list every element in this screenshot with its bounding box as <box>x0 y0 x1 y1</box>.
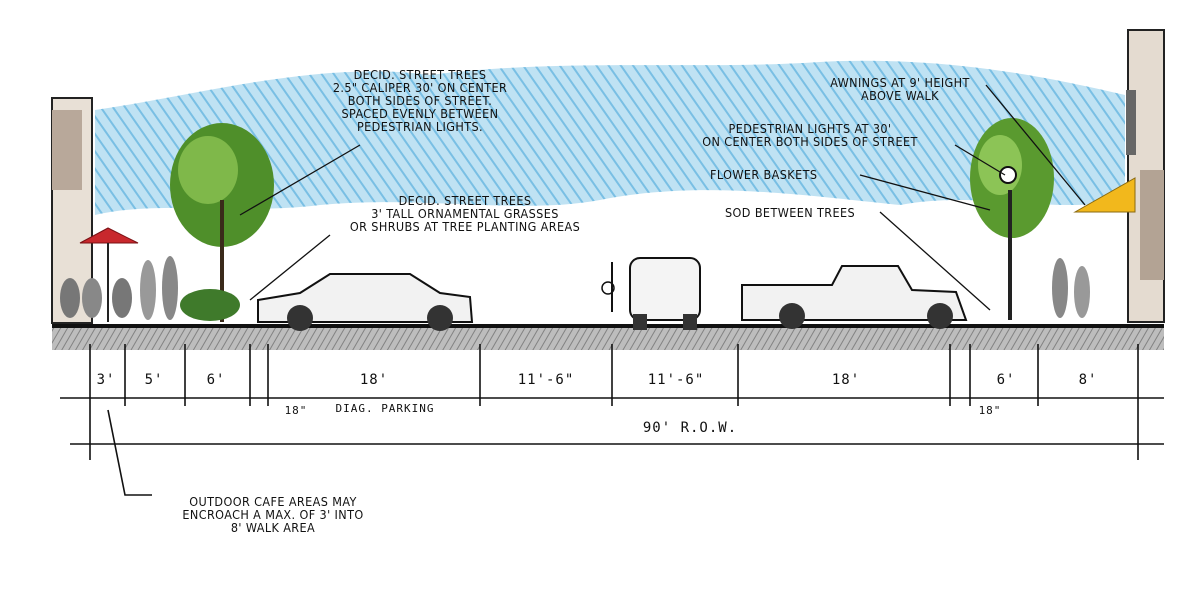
row-total: 90' R.O.W. <box>642 420 738 436</box>
street-ground <box>52 324 1164 350</box>
dim-18ft-right: 18' <box>831 372 861 388</box>
trees-note-mid: DECID. STREET TREES 3' TALL ORNAMENTAL G… <box>349 193 581 234</box>
diag-parking-label: DIAG. PARKING <box>335 402 435 415</box>
left-street-tree <box>170 123 274 322</box>
dim-3ft: 3' <box>96 372 116 388</box>
awning <box>1073 177 1136 213</box>
pedestrian-lights-note: PEDESTRIAN LIGHTS AT 30' ON CENTER BOTH … <box>702 121 918 149</box>
dim-curb-left: 18" <box>284 404 308 417</box>
dim-6ft-right: 6' <box>996 372 1016 388</box>
awnings-note: AWNINGS AT 9' HEIGHT ABOVE WALK <box>830 75 970 103</box>
dim-6ft-left: 6' <box>206 372 226 388</box>
left-sedan <box>257 273 474 331</box>
right-building <box>1126 29 1165 323</box>
dim-18ft-left: 18' <box>359 372 389 388</box>
dim-curb-right: 18" <box>978 404 1002 417</box>
dim-8ft: 8' <box>1078 372 1098 388</box>
flower-baskets-note: FLOWER BASKETS <box>710 167 818 182</box>
outdoor-cafe <box>60 227 178 322</box>
dim-5ft: 5' <box>144 372 164 388</box>
dimension-lines <box>60 344 1164 496</box>
dim-11ft6-right: 11'-6" <box>647 372 705 388</box>
pickup-truck <box>741 265 968 329</box>
right-pedestrians <box>1052 258 1090 318</box>
pedestrian-light <box>999 166 1017 184</box>
cafe-note: OUTDOOR CAFE AREAS MAY ENCROACH A MAX. O… <box>182 494 364 535</box>
dim-11ft6-left: 11'-6" <box>517 372 575 388</box>
right-street-tree <box>970 118 1054 320</box>
leader-lines <box>239 84 1086 311</box>
center-vehicle <box>629 257 701 330</box>
trees-note-top: DECID. STREET TREES 2.5" CALIPER 30' ON … <box>332 67 508 134</box>
centerline-symbol <box>601 262 615 312</box>
sod-note: SOD BETWEEN TREES <box>725 205 856 220</box>
